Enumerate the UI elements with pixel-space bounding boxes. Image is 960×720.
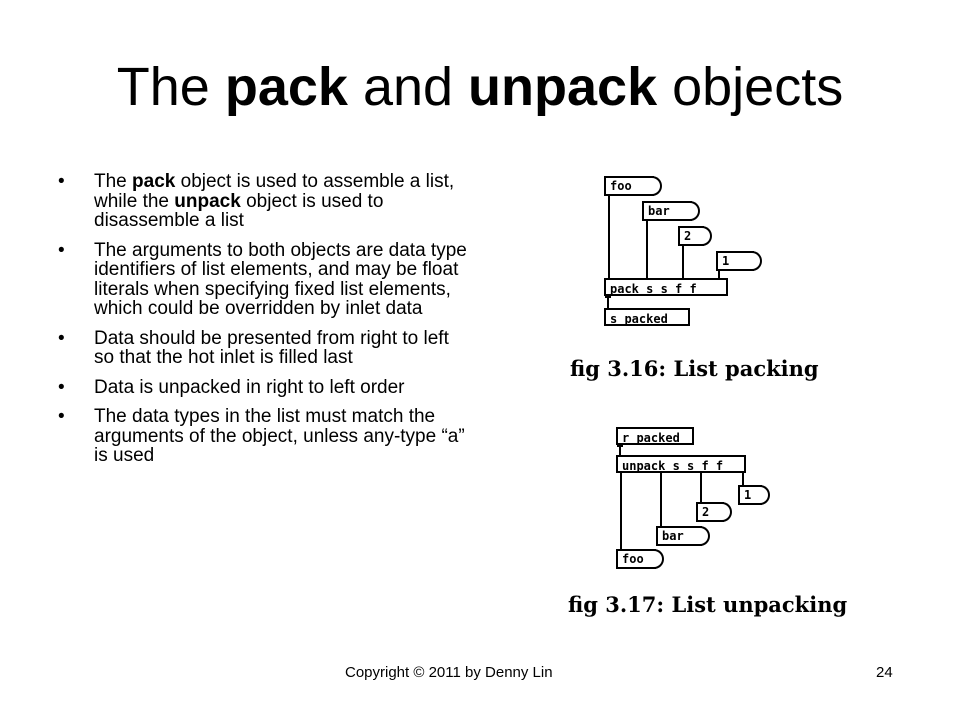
message-2: 2: [678, 226, 712, 246]
message-bar: bar: [642, 201, 700, 221]
patch-wire: [620, 473, 622, 549]
bullet-marker: •: [58, 406, 65, 427]
patch-wire: [646, 221, 648, 278]
patch-wire: [608, 196, 610, 278]
bullet-item: • Data is unpacked in right to left order: [58, 376, 468, 398]
figure-caption: fig 3.17: List unpacking: [568, 592, 848, 617]
bullet-text: object is used to disassemble a list: [94, 190, 384, 231]
message-1: 1: [716, 251, 762, 271]
title-unpack: unpack: [468, 57, 658, 117]
bullet-item: • The arguments to both objects are data …: [58, 239, 468, 319]
title-part: and: [347, 57, 469, 117]
patch-wire: [718, 271, 720, 278]
bullet-list: • The pack object is used to assemble a l…: [58, 172, 468, 476]
patch-wire: [607, 296, 609, 308]
title-part: objects: [657, 57, 844, 117]
bullet-marker: •: [58, 171, 65, 192]
bullet-marker: •: [58, 239, 65, 261]
patch-wire: [700, 473, 702, 502]
message-foo: foo: [616, 549, 664, 569]
bullet-text: The data types in the list must match th…: [94, 406, 465, 466]
bullet-item: • The data types in the list must match t…: [58, 407, 468, 466]
bullet-text: Data is unpacked in right to left order: [94, 376, 405, 398]
page-number: 24: [876, 664, 893, 681]
object-pack: pack s s f f: [604, 278, 728, 296]
bullet-marker: •: [58, 327, 65, 349]
patch-wire: [742, 473, 744, 485]
message-2: 2: [696, 502, 732, 522]
object-receive-packed: r packed: [616, 427, 694, 445]
patch-wire: [660, 473, 662, 526]
bullet-text: object is used to assemble a list, while…: [94, 171, 455, 212]
object-unpack: unpack s s f f: [616, 455, 746, 473]
bullet-text: Data should be presented from right to l…: [94, 327, 449, 368]
bullet-marker: •: [58, 376, 65, 398]
bullet-text: unpack: [174, 190, 241, 212]
figure-caption: fig 3.16: List packing: [570, 356, 819, 381]
message-1: 1: [738, 485, 770, 505]
bullet-item: • The pack object is used to assemble a l…: [58, 172, 468, 231]
copyright-footer: Copyright © 2011 by Denny Lin: [345, 664, 553, 681]
bullet-text: pack: [132, 171, 176, 192]
message-bar: bar: [656, 526, 710, 546]
patch-wire: [682, 246, 684, 278]
bullet-item: • Data should be presented from right to …: [58, 327, 468, 368]
bullet-text: The arguments to both objects are data t…: [94, 239, 467, 319]
patch-wire: [619, 445, 621, 455]
bullet-text: The: [94, 171, 133, 192]
title-part: The: [116, 57, 225, 117]
title-pack: pack: [224, 57, 348, 117]
slide-title: The pack and unpack objects: [0, 52, 960, 122]
object-send-packed: s packed: [604, 308, 690, 326]
message-foo: foo: [604, 176, 662, 196]
